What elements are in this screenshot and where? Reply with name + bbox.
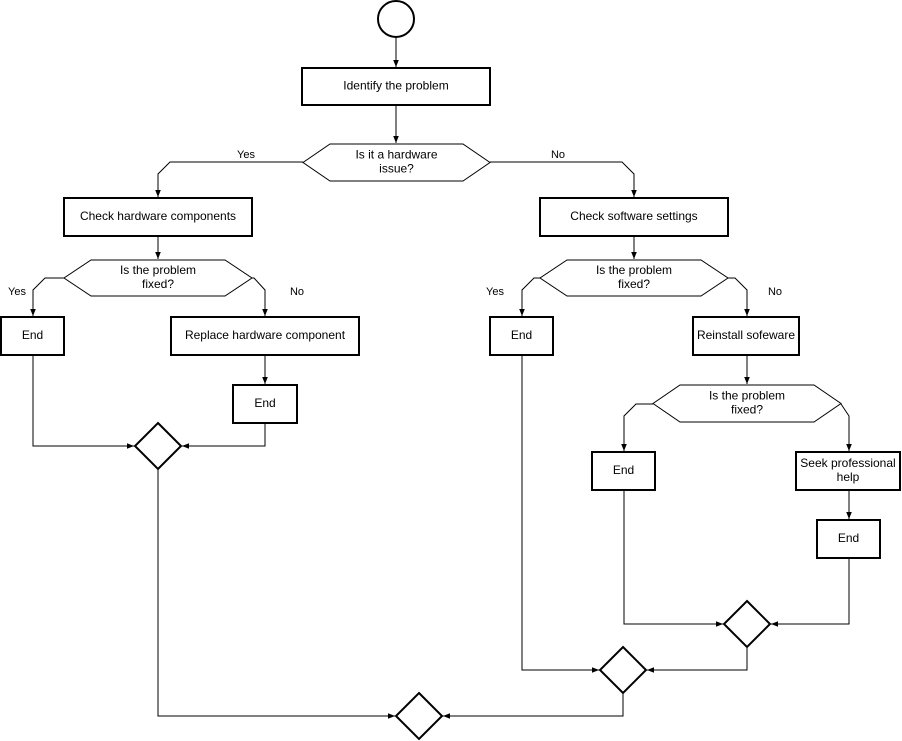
process-box-shape xyxy=(232,384,298,424)
merge-diamond-shape xyxy=(394,691,444,741)
node-label-seek-help-line-1: Seek professional xyxy=(800,456,895,470)
node-reinstall-sw: Reinstall sofeware xyxy=(692,316,800,356)
node-label-reinstall-sw: Reinstall sofeware xyxy=(697,328,795,342)
edge-sw-fixed-to-end-sw-yes xyxy=(519,277,540,316)
edge-label-hw-fixed-to-end-hw-yes: Yes xyxy=(8,286,26,298)
edge-label-hw-question-to-check-hw: Yes xyxy=(237,149,255,161)
node-label-replace-hw: Replace hardware component xyxy=(185,328,346,342)
process-box-shape xyxy=(816,519,881,559)
node-label-end-help: End xyxy=(838,531,859,545)
node-label-end-hw-replaced: End xyxy=(254,396,275,410)
node-label-hw-question-line-1: Is it a hardware xyxy=(355,148,437,162)
edge-merge-sw-inner-to-merge-sw xyxy=(647,647,748,673)
process-box-shape xyxy=(170,316,360,356)
node-merge-sw xyxy=(598,645,648,695)
node-merge-final xyxy=(394,691,444,741)
edge-end-help-to-merge-sw-inner xyxy=(771,558,850,627)
edge-hw-fixed-to-end-hw-yes xyxy=(30,277,64,316)
decision-hexagon-shape xyxy=(302,143,491,182)
node-label-identify: Identify the problem xyxy=(343,79,448,93)
edge-label-sw-fixed-to-end-sw-yes: Yes xyxy=(486,286,504,298)
edge-merge-hw-to-merge-final xyxy=(157,469,395,719)
process-box-shape xyxy=(0,316,65,356)
merge-diamond-shape xyxy=(598,645,648,695)
edge-label-hw-fixed-to-replace-hw: No xyxy=(290,286,304,298)
node-label-hw-fixed-line-1: Is the problem xyxy=(120,263,196,277)
node-merge-hw xyxy=(133,421,183,471)
node-label-end-sw-reinstalled: End xyxy=(613,463,634,477)
node-label-sw-fixed-2-line-1: Is the problem xyxy=(709,389,785,403)
edge-hw-question-to-check-hw xyxy=(155,161,303,197)
node-start xyxy=(377,0,415,38)
node-end-sw-yes: End xyxy=(489,316,554,356)
node-check-hw: Check hardware components xyxy=(63,197,253,237)
node-merge-sw-inner xyxy=(722,599,772,649)
node-label-sw-fixed-line-2: fixed? xyxy=(618,277,650,291)
node-label-hw-fixed-line-2: fixed? xyxy=(142,277,174,291)
edge-sw-fixed-2-to-seek-help xyxy=(840,403,852,451)
node-label-end-sw-yes: End xyxy=(511,328,532,342)
node-label-end-hw-yes: End xyxy=(22,328,43,342)
process-box-shape xyxy=(591,451,656,491)
node-replace-hw: Replace hardware component xyxy=(170,316,360,356)
edge-hw-question-to-check-sw xyxy=(490,161,637,197)
node-label-seek-help-line-2: help xyxy=(837,470,860,484)
node-end-hw-replaced: End xyxy=(232,384,298,424)
node-label-check-hw: Check hardware components xyxy=(80,209,236,223)
decision-hexagon-shape xyxy=(652,384,842,423)
node-end-hw-yes: End xyxy=(0,316,65,356)
edge-hw-fixed-to-replace-hw xyxy=(252,277,268,316)
node-check-sw: Check software settings xyxy=(539,197,729,237)
node-label-hw-question-line-2: issue? xyxy=(379,162,414,176)
merge-diamond-shape xyxy=(722,599,772,649)
edge-label-sw-fixed-to-reinstall-sw: No xyxy=(768,286,782,298)
node-label-check-sw: Check software settings xyxy=(570,209,697,223)
node-identify: Identify the problem xyxy=(301,67,491,106)
process-box-shape xyxy=(301,67,491,106)
edge-sw-fixed-2-to-end-sw-reinstalled xyxy=(621,403,653,451)
edge-end-hw-yes-to-merge-hw xyxy=(32,355,134,449)
edges-layer xyxy=(30,38,852,719)
edge-end-hw-replaced-to-merge-hw xyxy=(182,423,266,449)
node-end-help: End xyxy=(816,519,881,559)
node-end-sw-reinstalled: End xyxy=(591,451,656,491)
edge-label-hw-question-to-check-sw: No xyxy=(551,149,565,161)
start-node-circle xyxy=(377,0,415,38)
decision-hexagon-shape xyxy=(63,259,253,297)
decision-hexagon-shape xyxy=(539,259,729,297)
edge-end-sw-reinstalled-to-merge-sw-inner xyxy=(623,490,723,627)
edge-sw-fixed-to-reinstall-sw xyxy=(728,277,750,316)
process-box-shape xyxy=(539,197,729,237)
process-box-shape xyxy=(795,451,901,491)
process-box-shape xyxy=(692,316,800,356)
edge-merge-sw-to-merge-final xyxy=(443,693,624,719)
process-box-shape xyxy=(489,316,554,356)
edge-end-sw-yes-to-merge-sw xyxy=(521,355,599,673)
node-label-sw-fixed-2-line-2: fixed? xyxy=(731,403,763,417)
node-label-sw-fixed-line-1: Is the problem xyxy=(596,263,672,277)
process-box-shape xyxy=(63,197,253,237)
merge-diamond-shape xyxy=(133,421,183,471)
